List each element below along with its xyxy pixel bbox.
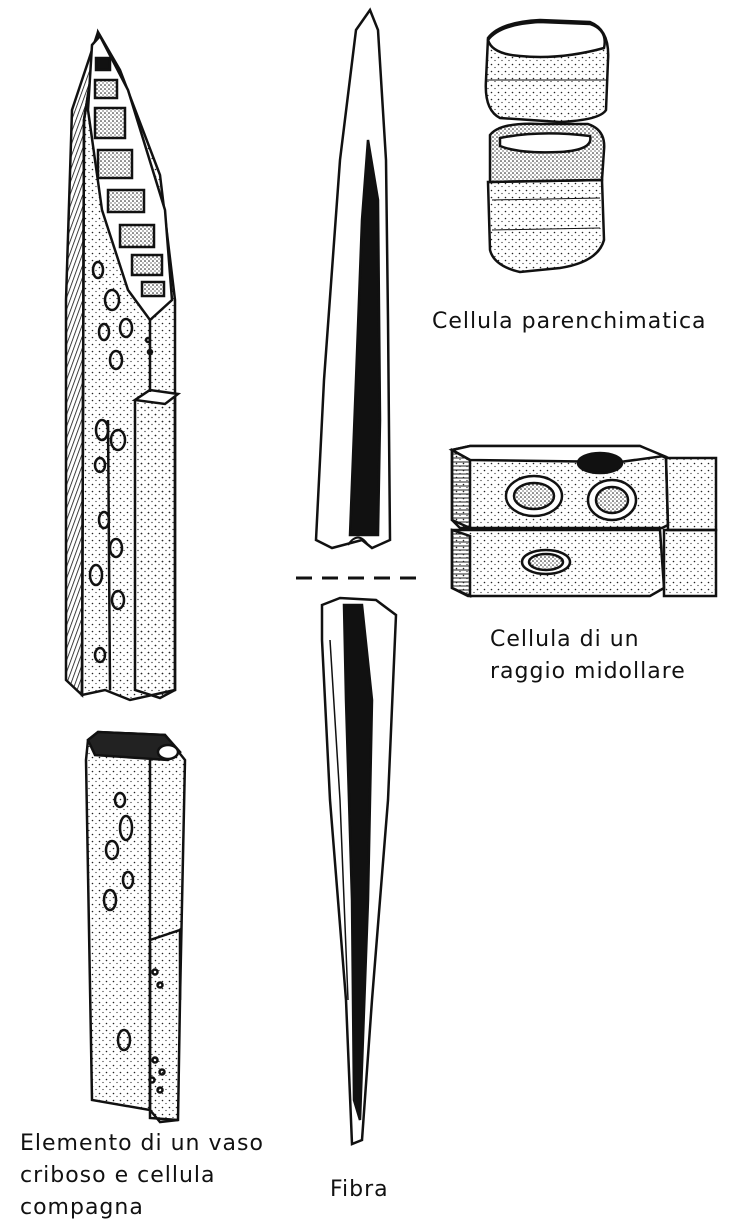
medullary-ray-cell-caption: Cellula di un raggio midollare <box>490 624 686 688</box>
fiber-lower-half <box>322 598 396 1144</box>
fiber-caption: Fibra <box>330 1174 389 1206</box>
sieve-tube-caption-line-3: compagna <box>20 1192 264 1224</box>
sieve-tube-caption-line-2: criboso e cellula <box>20 1160 264 1192</box>
parenchyma-cell <box>486 20 608 272</box>
medullary-ray-caption-line-2: raggio midollare <box>490 656 686 688</box>
sieve-tube-caption: Elemento di un vaso criboso e cellula co… <box>20 1128 264 1224</box>
medullary-ray-caption-line-1: Cellula di un <box>490 624 686 656</box>
medullary-ray-cell <box>452 446 716 596</box>
parenchyma-cell-caption: Cellula parenchimatica <box>432 306 707 338</box>
sieve-tube-caption-line-1: Elemento di un vaso <box>20 1128 264 1160</box>
sieve-tube-element-bottom <box>86 732 185 1122</box>
fiber-upper-half <box>316 10 390 548</box>
sieve-tube-element-top <box>66 32 178 700</box>
